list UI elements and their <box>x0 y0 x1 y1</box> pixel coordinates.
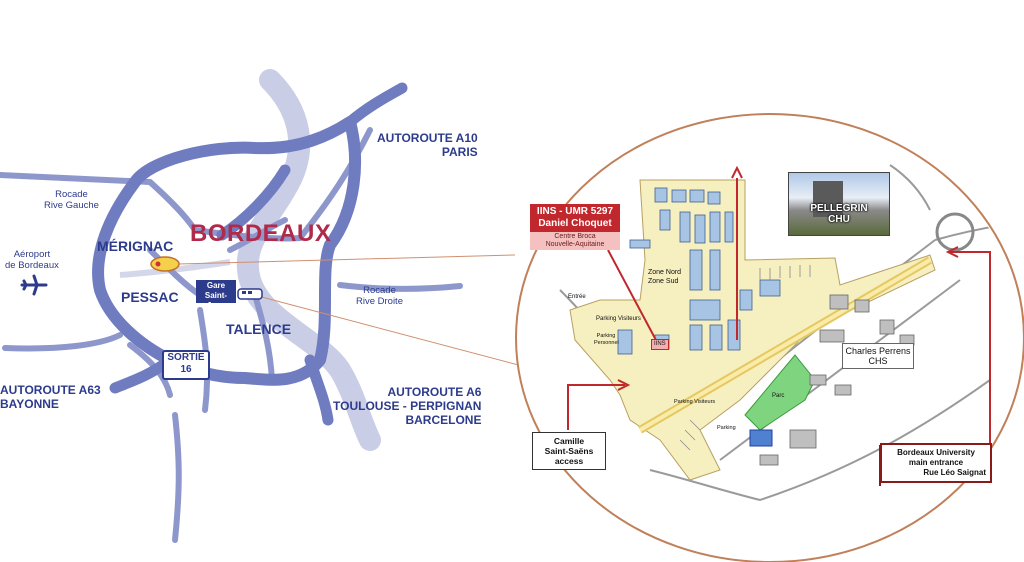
university-entrance-callout: Bordeaux University main entrance Rue Lé… <box>880 443 992 483</box>
zone-sud-label: Zone Sud <box>648 278 679 285</box>
train-icon <box>237 288 263 300</box>
charles-perrens-label: Charles Perrens CHS <box>842 343 914 369</box>
city-title: BORDEAUX <box>190 220 332 247</box>
rocade-ring-road <box>92 116 362 386</box>
rocade-gauche-label: Rocade Rive Gauche <box>44 189 99 211</box>
chu-building-shape <box>813 181 843 217</box>
district-talence: TALENCE <box>226 321 292 337</box>
a63-label: AUTOROUTE A63 BAYONNE <box>0 383 101 411</box>
minor-roads <box>0 127 463 543</box>
gare-saint-jean-sign: Gare Saint-Jean <box>196 280 236 310</box>
campus-zone <box>569 179 936 481</box>
blue-building <box>749 429 773 447</box>
parc-label: Parc <box>772 393 785 399</box>
district-pessac: PESSAC <box>121 289 179 305</box>
rocade-droite-label: Rocade Rive Droite <box>356 285 403 307</box>
parking-visiteurs-label: Parking Visiteurs <box>596 316 641 322</box>
district-merignac: MÉRIGNAC <box>97 238 174 254</box>
parking-stripes <box>679 265 811 451</box>
a6-label: AUTOROUTE A6 TOULOUSE - PERPIGNAN BARCEL… <box>333 385 482 427</box>
a10-label: AUTOROUTE A10 PARIS <box>377 131 478 159</box>
exit-16-sign: SORTIE 16 <box>162 350 210 380</box>
entree-label: Entrée <box>568 294 586 300</box>
airplane-icon <box>20 274 48 296</box>
camille-saint-saens-callout: Camille Saint-Saëns access <box>532 432 606 470</box>
iins-title-box: IINS - UMR 5297 Daniel Choquet <box>530 204 620 232</box>
iins-subtitle-box: Centre Broca Nouvelle-Aquitaine <box>530 232 620 250</box>
direction-arrows <box>567 165 991 455</box>
parking-visiteurs-south-label: Parking Visiteurs <box>674 399 716 405</box>
pellegrin-label: PELLEGRIN CHU <box>810 203 868 225</box>
iins-map-tag: IINS <box>651 339 669 350</box>
pellegrin-chu-photo: PELLEGRIN CHU <box>788 172 890 236</box>
parking-personnel-label: Parking Personnel <box>594 333 619 346</box>
leader-top <box>177 254 516 265</box>
parking-label: Parking <box>717 425 736 431</box>
airport-label: Aéroport de Bordeaux <box>5 249 59 271</box>
campus-location-marker <box>150 256 180 272</box>
iins-callout: IINS - UMR 5297 Daniel Choquet Centre Br… <box>530 204 620 250</box>
roundabout <box>935 212 975 252</box>
hospital-buildings <box>617 187 781 355</box>
zone-nord-label: Zone Nord <box>648 269 682 276</box>
